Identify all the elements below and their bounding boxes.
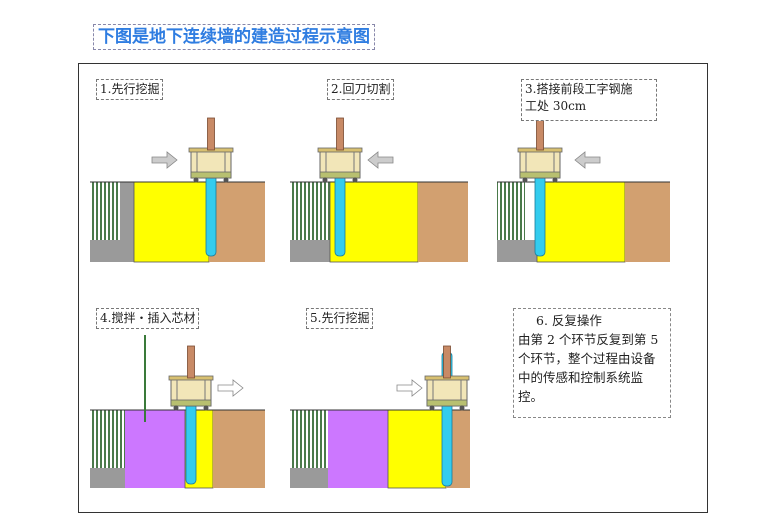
drill-rig <box>517 117 563 183</box>
direction-arrow-left <box>367 151 394 169</box>
step-6-body: 由第 2 个环节反复到第 5 个环节，整个过程由设备中的传感和控制系统监控。 <box>518 332 659 404</box>
panel-step-5 <box>290 345 470 489</box>
soil <box>213 410 265 488</box>
drill-rig <box>168 345 214 411</box>
step-3-label-line-2: 工处 30cm <box>525 99 587 113</box>
mixed-soil-purple <box>328 410 388 488</box>
mixed-soil-purple <box>125 410 185 488</box>
drill-rig <box>188 117 234 183</box>
concrete-base <box>497 240 537 262</box>
panel-step-3 <box>497 117 670 263</box>
concrete-base <box>90 468 135 488</box>
soil <box>625 182 670 262</box>
slurry-fill <box>387 409 447 489</box>
drill-rig <box>317 117 363 183</box>
panel-step-4 <box>90 335 265 489</box>
soil <box>418 182 468 262</box>
direction-arrow-right <box>396 379 423 397</box>
step-1-label: 1.先行挖掘 <box>96 79 164 100</box>
step-2-label: 2.回刀切割 <box>327 79 395 100</box>
step-6-description: 6. 反复操作 由第 2 个环节反复到第 5 个环节，整个过程由设备中的传感和控… <box>513 308 671 418</box>
diagram-title: 下图是地下连续墙的建造过程示意图 <box>93 24 375 50</box>
drill-rig <box>424 345 470 411</box>
concrete-panel <box>120 182 134 262</box>
step-5-label: 5.先行挖掘 <box>306 308 374 329</box>
soil <box>209 182 265 262</box>
concrete-base <box>290 468 335 488</box>
slurry-fill <box>133 181 210 263</box>
step-3-label-line-1: 3.搭接前段工字钢施 <box>525 82 633 96</box>
panel-step-2 <box>290 117 468 263</box>
direction-arrow-right <box>151 151 178 169</box>
concrete-base <box>290 240 340 262</box>
direction-arrow-left <box>574 151 601 169</box>
diagram-frame <box>78 63 708 513</box>
step-4-label: 4.搅拌・插入芯材 <box>96 308 200 329</box>
slurry-fill <box>536 181 626 263</box>
panel-step-1 <box>90 117 265 263</box>
step-3-label: 3.搭接前段工字钢施 工处 30cm <box>521 79 657 121</box>
direction-arrow-right <box>217 379 244 397</box>
step-6-heading: 6. 反复操作 <box>536 313 602 328</box>
